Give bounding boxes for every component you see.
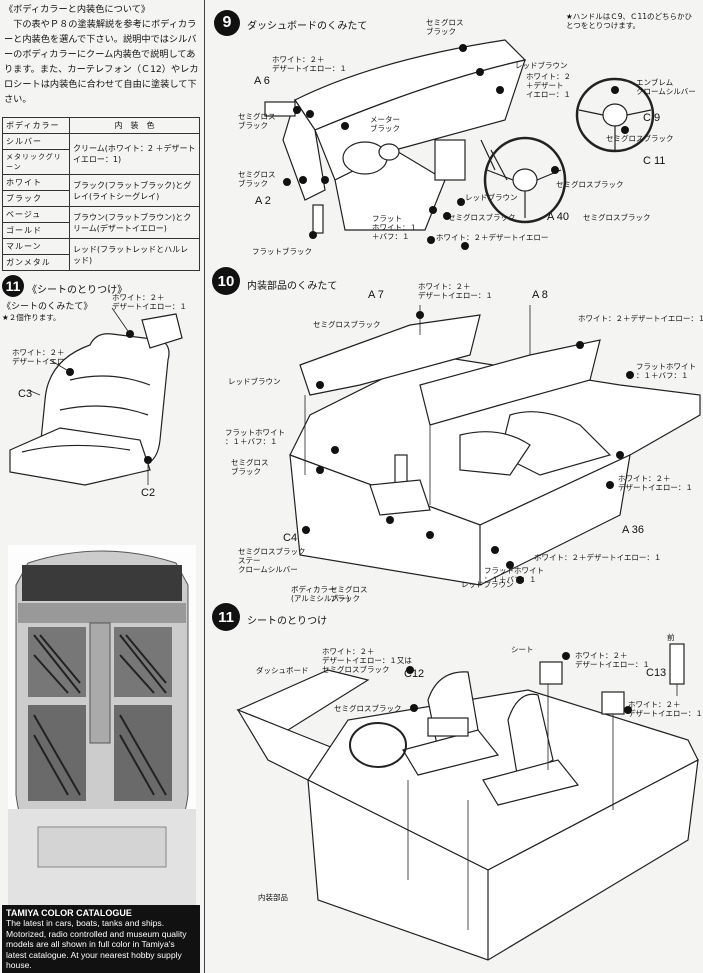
- body-color: ホワイト: [6, 178, 42, 187]
- part-label-c13: C13: [646, 667, 667, 679]
- paint-label: ホワイト：２＋ デザートイエロー：１: [272, 55, 347, 73]
- paint-label: ホワイト：２＋ デザートイエロー：１: [618, 474, 693, 492]
- part-label-c4: C4: [283, 532, 298, 544]
- paint-label: レッドブラウン: [228, 377, 281, 386]
- paint-label: ホワイト：２＋ デザートイエロー：１: [418, 282, 493, 300]
- paint-label: レッドブラウン: [461, 580, 514, 589]
- step-note: ★ハンドルはＣ9、Ｃ11のどちらかひとつをとりつけます。: [566, 12, 693, 30]
- paint-label: 前: [667, 633, 675, 642]
- paint-label: 内装部品: [258, 893, 288, 902]
- part-label-a7: A 7: [368, 289, 384, 301]
- step-number: 10: [212, 267, 240, 295]
- paint-label: セミグロスブラック: [313, 320, 381, 329]
- interior-color: ブラウン(フラットブラウン)とクリーム(デザートイエロー): [69, 206, 200, 239]
- part-label-a36: A 36: [622, 524, 645, 536]
- paint-label: ボディカラー (アルミシルバー): [291, 585, 350, 603]
- paint-label: ホワイト：２＋デザートイエロー: [436, 233, 549, 242]
- column-divider: [204, 0, 205, 973]
- step-title: ダッシュボードのくみたて: [247, 21, 368, 32]
- paint-label: フラットホワイト ：１＋バフ：１: [484, 566, 544, 584]
- paint-label: ホワイト：２＋ デザートイエロー：１: [112, 293, 187, 311]
- step-title: シートのとりつけ: [247, 616, 328, 627]
- step-number: 11: [212, 603, 240, 631]
- paint-label: セミグロスブラック: [583, 213, 651, 222]
- paint-label: セミグロス ブラック: [231, 458, 269, 476]
- paint-label: ホワイト：２ ＋デザート イエロー：１: [526, 72, 571, 99]
- intro-body: 下の表やＰ８の塗装解説を参考にボディカラーと内装色を選んで下さい。説明中ではシル…: [4, 19, 199, 105]
- paint-label: ホワイト：２＋ デザートイエロー：１: [12, 348, 87, 366]
- paint-label: セミグロス ブラック: [238, 112, 276, 130]
- body-color: シルバー: [6, 137, 42, 146]
- body-color: マルーン: [6, 242, 42, 251]
- part-label-c11: C 11: [643, 155, 666, 167]
- paint-label: セミグロスブラック: [334, 704, 402, 713]
- intro-section: 《ボディカラーと内装色について》 下の表やＰ８の塗装解説を参考にボディカラーと内…: [4, 2, 200, 107]
- paint-label: レッドブラウン: [465, 193, 518, 202]
- step-title: 内装部品のくみたて: [247, 281, 338, 292]
- paint-label: セミグロス ブラック: [330, 585, 368, 603]
- step-title: 《シートのとりつけ》: [27, 285, 128, 296]
- paint-label: セミグロスブラック: [606, 134, 674, 143]
- paint-label: ホワイト：２＋ デザートイエロー：１: [628, 700, 703, 718]
- part-label-a8: A 8: [532, 289, 548, 301]
- part-label-c12: C12: [404, 668, 425, 680]
- paint-label: フラットホワイト ：１＋バフ：１: [636, 362, 696, 380]
- catalogue-body: The latest in cars, boats, tanks and shi…: [6, 918, 187, 970]
- paint-label: シート: [511, 645, 534, 654]
- color-table: ボディカラー 内 装 色 シルバーメタリックグリーン クリーム(ホワイト：2 ＋…: [2, 117, 200, 271]
- catalogue-ad: TAMIYA COLOR CATALOGUE The latest in car…: [2, 905, 200, 973]
- body-color: ガンメタル: [3, 254, 69, 268]
- body-color: ゴールド: [3, 222, 69, 236]
- body-color: ブラック: [3, 190, 69, 204]
- paint-label: フラットブラック: [252, 247, 312, 256]
- paint-label: セミグロス ブラック: [238, 170, 276, 188]
- part-label-a40: A 40: [547, 211, 570, 223]
- paint-label: セミグロス ブラック: [426, 18, 464, 36]
- seat-install-illustration: [236, 643, 699, 961]
- intro-heading: 《ボディカラーと内装色について》: [4, 4, 151, 15]
- body-color: ベージュ: [6, 210, 42, 219]
- color-table-header-body: ボディカラー: [2, 117, 70, 134]
- part-label-c3: C3: [18, 388, 33, 400]
- paint-label: フラット ホワイト：１ ＋バフ：１: [372, 214, 417, 241]
- paint-label: セミグロスブラック: [448, 213, 516, 222]
- catalogue-title: TAMIYA COLOR CATALOGUE: [6, 908, 132, 918]
- interior-parts-illustration: [289, 305, 701, 586]
- color-table-header-interior: 内 装 色: [69, 117, 200, 134]
- seat-illustration: [9, 307, 183, 486]
- body-color: メタリックグリーン: [3, 149, 69, 172]
- paint-label: ダッシュボード: [256, 666, 309, 675]
- paint-label: メーター ブラック: [370, 115, 400, 133]
- part-label-c2: C2: [141, 487, 156, 499]
- step-subtitle: 《シートのくみたて》: [2, 302, 93, 312]
- paint-label: ホワイト：２＋ デザートイエロー：１又は セミグロスブラック: [322, 647, 412, 674]
- interior-color: ブラック(フラットブラック)とグレイ(ライトシーグレイ): [69, 174, 200, 207]
- paint-label: セミグロスブラック ステー クロームシルバー: [238, 547, 306, 574]
- part-label-a2: A 2: [255, 195, 271, 207]
- paint-label: フラットホワイト ：１＋バフ：１: [225, 428, 285, 446]
- interior-color: クリーム(ホワイト：2 ＋デザートイエロー：1): [69, 133, 200, 175]
- paint-label: ホワイト：２＋デザートイエロー：１: [578, 314, 703, 323]
- paint-label: セミグロスブラック: [556, 180, 624, 189]
- step-number: 11: [2, 275, 24, 297]
- part-label-a6: A 6: [254, 75, 270, 87]
- step-number: 9: [214, 10, 240, 36]
- paint-label: レッドブラウン: [515, 61, 568, 70]
- interior-color: レッド(フラットレッドとハルレッド): [69, 238, 200, 271]
- interior-photo: [8, 545, 196, 905]
- paint-label: エンブレム クロームシルバー: [636, 78, 696, 96]
- paint-label: ホワイト：２＋デザートイエロー：１: [534, 553, 662, 562]
- step-note: ★２個作ります。: [2, 313, 61, 322]
- part-label-c9: C 9: [643, 112, 661, 124]
- paint-label: ホワイト：２＋ デザートイエロー：１: [575, 651, 650, 669]
- dashboard-illustration: [264, 39, 655, 250]
